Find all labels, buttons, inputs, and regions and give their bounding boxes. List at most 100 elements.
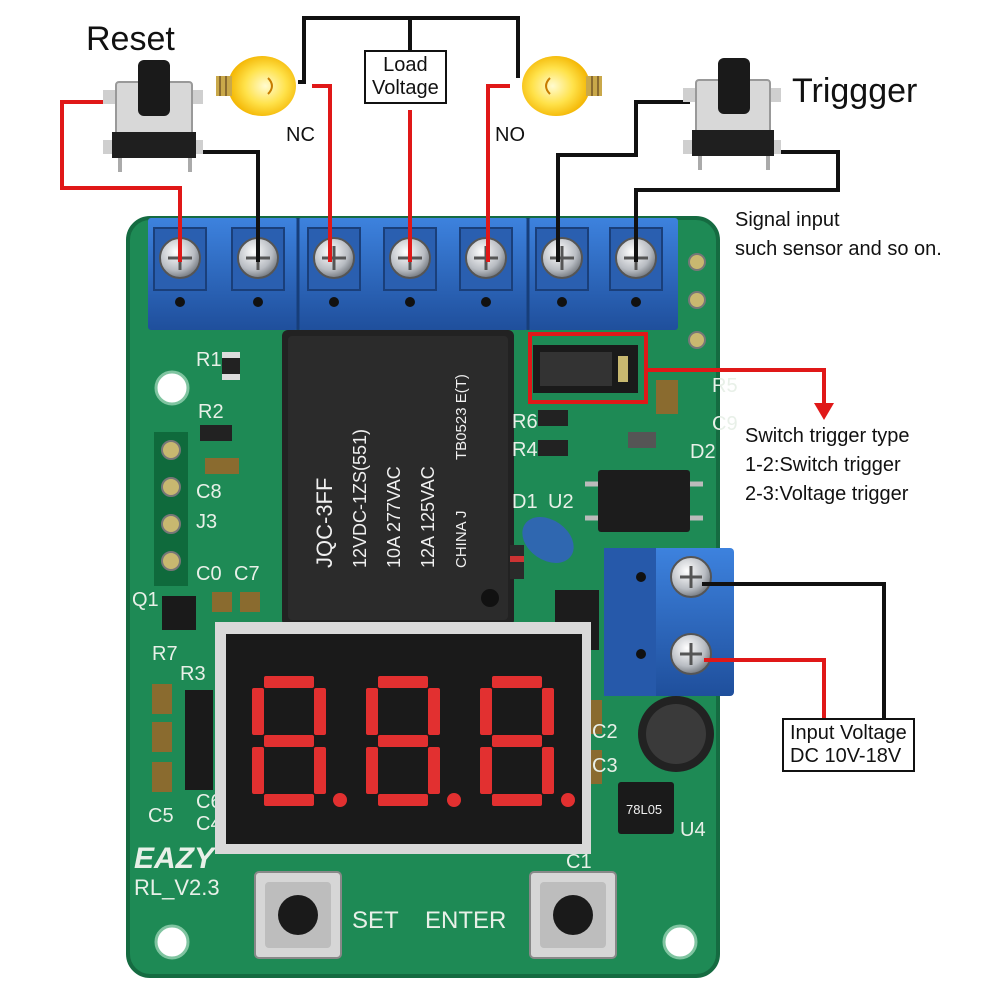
load-black-wire-left <box>298 16 520 84</box>
display-segment <box>428 747 440 794</box>
signal-input-line2: such sensor and so on. <box>735 238 942 260</box>
trigger-jumper <box>533 345 638 393</box>
display-segment <box>542 747 554 794</box>
silkscreen-label: R6 <box>512 411 538 433</box>
input-voltage-box: Input Voltage DC 10V-18V <box>782 718 915 772</box>
jumper-callout-line <box>646 368 826 405</box>
mounting-hole <box>662 924 698 960</box>
relay-model: JQC-3FF <box>312 478 337 568</box>
relay-spec-3: 12A 125VAC <box>418 466 438 568</box>
silkscreen-label: C1 <box>566 851 592 873</box>
relay-spec-1: 12VDC-1ZS(551) <box>350 429 370 568</box>
display-segment <box>366 688 378 735</box>
switch-trigger-title: Switch trigger type <box>745 425 910 447</box>
mounting-hole <box>154 370 190 406</box>
wiring <box>60 16 886 720</box>
voltage-regulator <box>618 782 674 834</box>
silkscreen-label: R4 <box>512 439 538 461</box>
no-bulb-icon <box>522 56 602 116</box>
display-segment <box>428 688 440 735</box>
enter-button-label: ENTER <box>425 907 506 934</box>
display-segment <box>378 735 428 747</box>
display-segment <box>264 735 314 747</box>
silkscreen-label: C9 <box>712 413 738 435</box>
silkscreen-label: R7 <box>152 643 178 665</box>
mounting-hole <box>154 924 190 960</box>
silkscreen-label: R1 <box>196 349 222 371</box>
silkscreen-label: C5 <box>148 805 174 827</box>
board-version: RL_V2.3 <box>134 875 220 900</box>
display-segment <box>252 747 264 794</box>
display-segment <box>264 794 314 806</box>
display-segment <box>314 747 326 794</box>
relay-component <box>282 330 514 626</box>
brand-logo-text: EAZY <box>134 842 217 875</box>
header-pins-right <box>688 253 706 349</box>
display-digits <box>252 676 575 807</box>
relay-spec-2: 10A 277VAC <box>384 466 404 568</box>
display-segment <box>366 747 378 794</box>
trigger-black-wire-2 <box>634 150 840 262</box>
terminal-screw <box>535 227 589 307</box>
silkscreen-label: J3 <box>196 511 217 533</box>
display-decimal-point <box>333 793 347 807</box>
display-segment <box>492 676 542 688</box>
smd-components <box>152 352 678 792</box>
display-decimal-point <box>561 793 575 807</box>
reset-switch[interactable] <box>103 60 203 172</box>
display-segment <box>542 688 554 735</box>
trigger-black-wire-1 <box>556 100 690 262</box>
header-pins-j3 <box>154 432 188 586</box>
no-label: NO <box>495 124 525 146</box>
power-terminal-block <box>604 548 734 696</box>
trigger-label: Triggger <box>792 72 918 110</box>
relay-code: TB0523 E(T) <box>453 374 470 460</box>
set-button[interactable] <box>254 871 342 959</box>
display-segment <box>492 735 542 747</box>
input-black-wire <box>702 582 886 720</box>
silkscreen-label: R5 <box>712 375 738 397</box>
input-voltage-line2: DC 10V-18V <box>790 745 902 767</box>
trigger-switch[interactable] <box>683 58 781 170</box>
silkscreen-label: R3 <box>180 663 206 685</box>
set-button-label: SET <box>352 907 399 934</box>
reset-red-wire <box>60 100 182 262</box>
display-segment <box>264 676 314 688</box>
enter-button[interactable] <box>529 871 617 959</box>
optocoupler <box>585 470 703 532</box>
terminal-screw <box>307 227 361 307</box>
nc-red-wire <box>312 84 332 262</box>
silkscreen-label: R2 <box>198 401 224 423</box>
silkscreen-label: U4 <box>680 819 706 841</box>
silkscreen-label: C7 <box>234 563 260 585</box>
load-voltage-box: Load Voltage <box>364 50 447 104</box>
silkscreen-label: C2 <box>592 721 618 743</box>
reset-black-wire <box>186 150 260 262</box>
display-segment <box>480 688 492 735</box>
display-segment <box>252 688 264 735</box>
terminal-screws <box>153 227 663 307</box>
nc-bulb-icon <box>216 56 296 116</box>
silkscreen-label: C3 <box>592 755 618 777</box>
signal-input-note: Signal input such sensor and so on. <box>735 206 942 264</box>
silkscreen-label: D2 <box>690 441 716 463</box>
display-segment <box>492 794 542 806</box>
display-segment <box>480 747 492 794</box>
regulator-label: 78L05 <box>626 802 662 817</box>
switch-trigger-option-1: 1-2:Switch trigger <box>745 454 901 476</box>
relay-origin: CHINA J <box>453 510 470 568</box>
load-voltage-line2: Voltage <box>372 77 439 99</box>
silkscreen-label: C8 <box>196 481 222 503</box>
silkscreen-label: U2 <box>548 491 574 513</box>
silkscreen-label: C0 <box>196 563 222 585</box>
no-red-wire <box>486 84 510 262</box>
reset-label: Reset <box>86 20 175 58</box>
signal-input-line1: Signal input <box>735 209 840 231</box>
jumper-callout-arrow <box>814 403 834 420</box>
ceramic-capacitor <box>522 517 574 563</box>
silkscreen-label: D1 <box>512 491 538 513</box>
display-segment <box>314 688 326 735</box>
display-segment <box>378 676 428 688</box>
input-voltage-line1: Input Voltage <box>790 722 907 744</box>
